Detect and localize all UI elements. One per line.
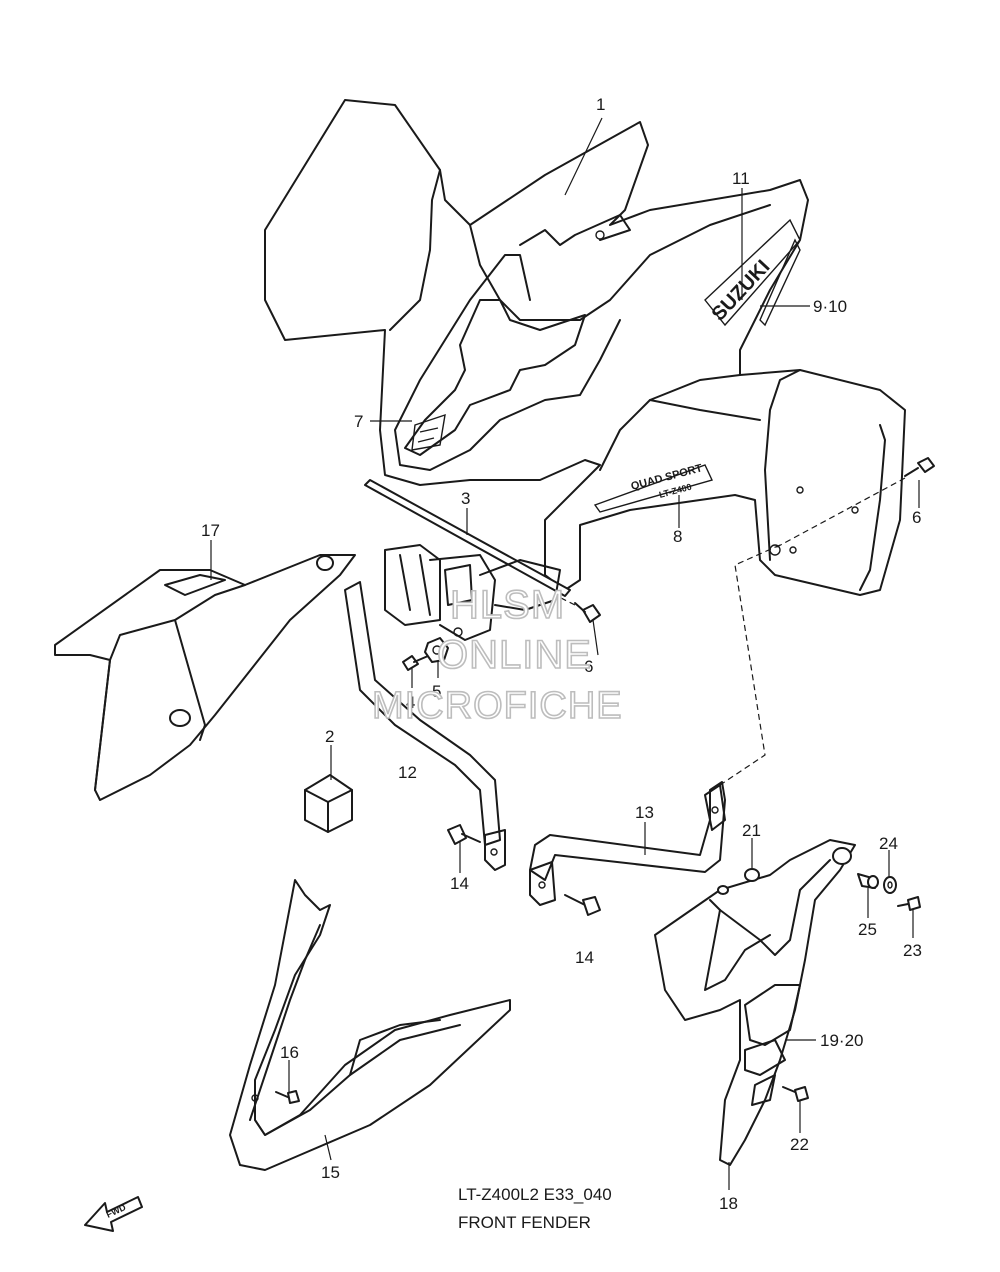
callout-5: 5	[432, 682, 441, 701]
callout-6-right: 6	[912, 508, 921, 527]
callout-15: 15	[321, 1163, 340, 1182]
front-fender-part: QUAD SPORT LT-Z400 SUZUKI	[264, 99, 906, 596]
callout-6-middle: 6	[584, 657, 593, 676]
bolt-14-left	[447, 824, 481, 845]
bolt-6-right	[904, 457, 935, 477]
watermark-line-2: ONLINE	[437, 633, 592, 677]
forward-arrow-icon: FWD	[84, 1196, 143, 1232]
callout-labels: 1 2 3 4 5 6 6 7 8 9·10 11 12 13 14 14 15…	[201, 95, 922, 1213]
callout-3: 3	[461, 489, 470, 508]
right-side-panel-part	[654, 839, 856, 1166]
callout-25: 25	[858, 920, 877, 939]
callout-14-right: 14	[575, 948, 594, 967]
callout-18: 18	[719, 1194, 738, 1213]
callout-21: 21	[742, 821, 761, 840]
watermark-line-1: HLSM	[450, 583, 565, 627]
screw-23	[897, 896, 921, 911]
section-title-caption: FRONT FENDER	[458, 1213, 591, 1232]
screw-22	[782, 1086, 809, 1102]
right-brace-tube-part	[529, 781, 726, 906]
callout-19-20: 19·20	[820, 1031, 863, 1050]
clamp-block-part	[304, 774, 353, 833]
callout-11: 11	[732, 169, 750, 188]
callout-16: 16	[280, 1043, 299, 1062]
callout-9-10: 9·10	[813, 297, 847, 316]
diagram-caption: LT-Z400L2 E33_040 FRONT FENDER	[458, 1185, 612, 1232]
bolt-14-right	[564, 894, 601, 916]
watermark: HLSM ONLINE MICROFICHE	[371, 582, 623, 728]
leader-lines	[210, 117, 920, 1190]
callout-17: 17	[201, 521, 220, 540]
callout-7: 7	[354, 412, 363, 431]
left-brace-tube-part	[344, 581, 506, 871]
callout-12: 12	[398, 763, 417, 782]
fasteners	[275, 457, 935, 1104]
callout-4: 4	[406, 693, 415, 712]
washer-24	[883, 876, 897, 894]
collar-25	[857, 873, 879, 889]
nut-5	[424, 637, 449, 663]
bolt-6-middle	[574, 602, 601, 623]
callout-14-left: 14	[450, 874, 469, 893]
lower-left-guard-part	[229, 879, 511, 1171]
callout-13: 13	[635, 803, 654, 822]
callout-2: 2	[325, 727, 334, 746]
assembly-lines	[554, 477, 906, 786]
watermark-line-3: MICROFICHE	[372, 685, 623, 727]
callout-8: 8	[673, 527, 682, 546]
callout-22: 22	[790, 1135, 809, 1154]
bracket-bar-part	[364, 479, 571, 641]
callout-23: 23	[903, 941, 922, 960]
screw-16	[275, 1090, 300, 1104]
grommet-21	[744, 868, 760, 882]
callout-1: 1	[596, 95, 605, 114]
left-side-panel-part	[54, 554, 356, 801]
callout-24: 24	[879, 834, 898, 853]
model-code-caption: LT-Z400L2 E33_040	[458, 1185, 612, 1204]
bolt-4	[402, 655, 429, 671]
